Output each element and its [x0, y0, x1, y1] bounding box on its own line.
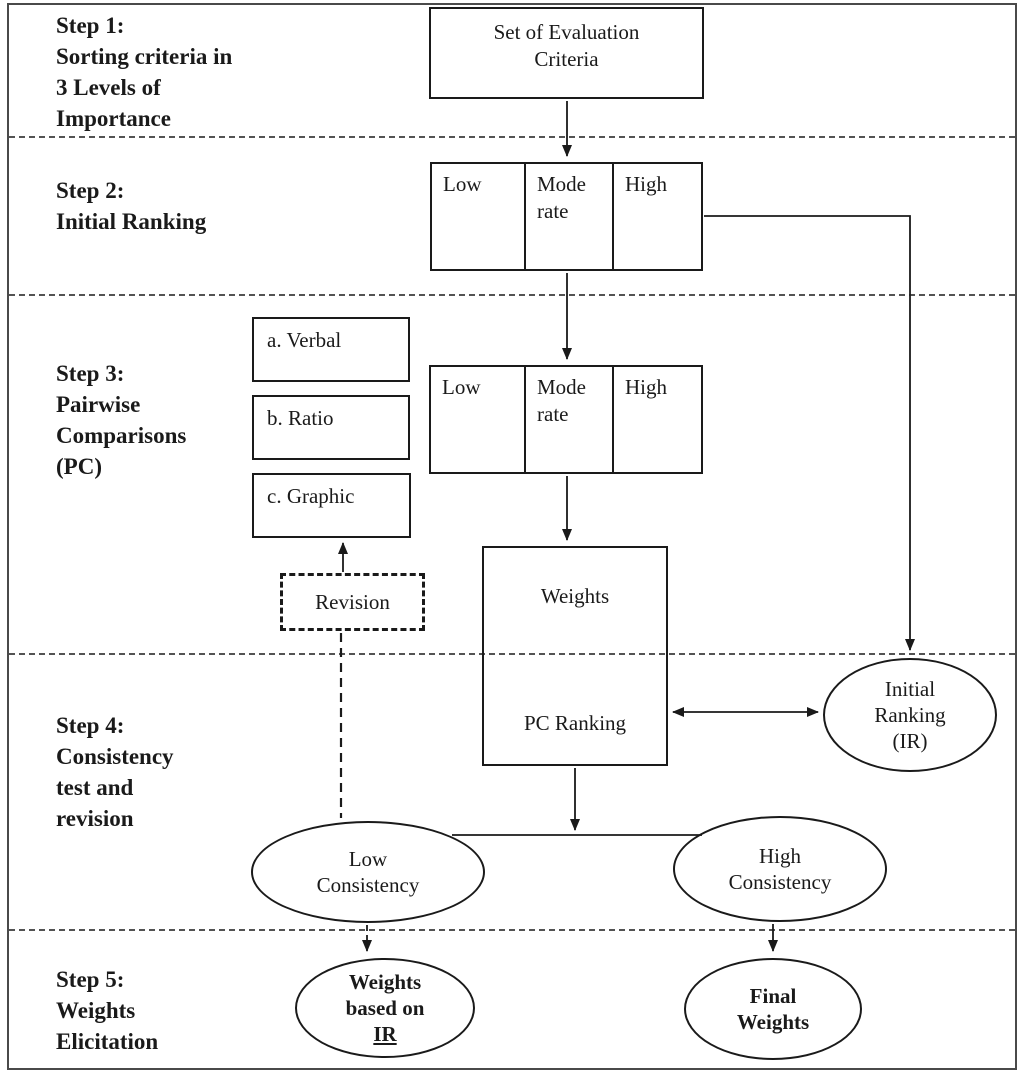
- scale2-cell-moderate: Mode rate: [524, 367, 612, 472]
- scale1-cell-moderate: Mode rate: [524, 164, 612, 269]
- weights-ir-line1: Weights: [348, 970, 422, 994]
- evaluation-criteria-box: Set of Evaluation Criteria: [429, 7, 704, 99]
- weights-ir-line3: IR: [373, 1022, 397, 1046]
- step3-label: Step 3: Pairwise Comparisons (PC): [56, 361, 187, 479]
- pc-scale-table: Low Mode rate High: [429, 365, 703, 474]
- step4-label: Step 4: Consistency test and revision: [56, 713, 174, 831]
- arrow-ranking-to-ir: [704, 215, 915, 651]
- pc-ranking-label: PC Ranking: [523, 711, 627, 735]
- pc-mode-ratio-box: b. Ratio: [252, 395, 410, 460]
- weights-based-on-ir-ellipse: Weights based on IR: [295, 958, 475, 1058]
- weights-label: Weights: [540, 584, 610, 608]
- revision-box: Revision: [280, 573, 425, 631]
- scale2-cell-low: Low: [442, 375, 481, 399]
- low-consistency-ellipse: Low Consistency: [251, 821, 485, 923]
- step1-label: Step 1: Sorting criteria in 3 Levels of …: [56, 13, 233, 131]
- initial-ranking-ir-ellipse: Initial Ranking (IR): [823, 658, 997, 772]
- final-weights-ellipse: Final Weights: [684, 958, 862, 1060]
- pc-mode-verbal-box: a. Verbal: [252, 317, 410, 382]
- step5-label: Step 5: Weights Elicitation: [56, 967, 159, 1054]
- scale2-cell-high: High: [612, 367, 701, 472]
- pc-mode-graphic-box: c. Graphic: [252, 473, 411, 538]
- scale1-cell-low: Low: [443, 172, 482, 196]
- weights-pc-ranking-box: Weights PC Ranking: [482, 546, 668, 766]
- high-consistency-ellipse: High Consistency: [673, 816, 887, 922]
- step2-label: Step 2: Initial Ranking: [56, 178, 207, 234]
- initial-ranking-scale-table: Low Mode rate High: [430, 162, 703, 271]
- weights-ir-line2: based on: [345, 996, 425, 1020]
- scale1-cell-high: High: [612, 164, 701, 269]
